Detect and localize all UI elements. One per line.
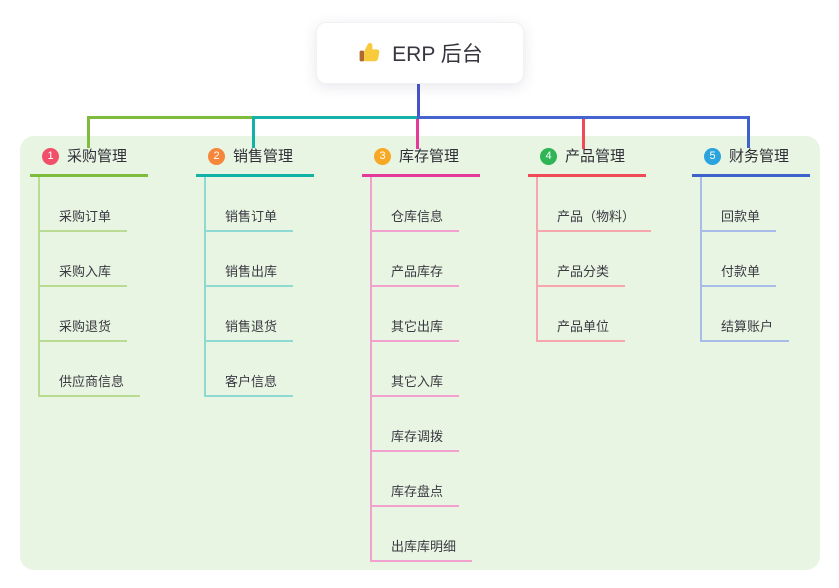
child-node[interactable]: 产品库存 <box>372 232 460 287</box>
branch-drop-line-1 <box>87 116 90 148</box>
child-node[interactable]: 产品（物料） <box>538 177 652 232</box>
bus-line-right <box>417 116 750 119</box>
branch-children: 仓库信息产品库存其它出库其它入库库存调拨库存盘点出库库明细 <box>370 177 480 562</box>
thumbs-up-icon <box>357 41 381 65</box>
child-node[interactable]: 结算账户 <box>702 287 790 342</box>
child-node[interactable]: 产品单位 <box>538 287 626 342</box>
branch-label: 采购管理 <box>67 148 128 165</box>
child-node[interactable]: 仓库信息 <box>372 177 460 232</box>
branch-title[interactable]: 3 库存管理 <box>362 147 480 177</box>
branch-4: 4 产品管理 产品（物料）产品分类产品单位 <box>528 147 652 342</box>
branch-label: 财务管理 <box>729 148 790 165</box>
branch-children: 销售订单销售出库销售退货客户信息 <box>204 177 314 397</box>
branch-title[interactable]: 1 采购管理 <box>30 147 148 177</box>
branch-label: 产品管理 <box>565 148 626 165</box>
branch-2: 2 销售管理 销售订单销售出库销售退货客户信息 <box>196 147 314 397</box>
bus-line-left <box>87 116 253 119</box>
child-node[interactable]: 采购退货 <box>40 287 128 342</box>
child-node[interactable]: 付款单 <box>702 232 777 287</box>
branch-title[interactable]: 4 产品管理 <box>528 147 646 177</box>
branch-number-badge: 1 <box>42 148 59 165</box>
branch-title[interactable]: 5 财务管理 <box>692 147 810 177</box>
child-node[interactable]: 采购入库 <box>40 232 128 287</box>
child-node[interactable]: 采购订单 <box>40 177 128 232</box>
branch-1: 1 采购管理 采购订单采购入库采购退货供应商信息 <box>30 147 148 397</box>
branch-label: 库存管理 <box>399 148 460 165</box>
branch-number-badge: 2 <box>208 148 225 165</box>
branch-3: 3 库存管理 仓库信息产品库存其它出库其它入库库存调拨库存盘点出库库明细 <box>362 147 480 562</box>
bus-line-mid <box>252 116 418 119</box>
branches-panel <box>20 136 820 570</box>
child-node[interactable]: 其它出库 <box>372 287 460 342</box>
child-node[interactable]: 客户信息 <box>206 342 294 397</box>
child-node[interactable]: 库存调拨 <box>372 397 460 452</box>
branch-drop-line-4 <box>582 119 585 149</box>
root-stem-line <box>417 82 420 118</box>
branch-number-badge: 3 <box>374 148 391 165</box>
child-node[interactable]: 出库库明细 <box>372 507 473 562</box>
child-node[interactable]: 销售订单 <box>206 177 294 232</box>
branch-children: 产品（物料）产品分类产品单位 <box>536 177 652 342</box>
root-node[interactable]: ERP 后台 <box>316 22 524 84</box>
child-node[interactable]: 销售退货 <box>206 287 294 342</box>
child-node[interactable]: 回款单 <box>702 177 777 232</box>
child-node[interactable]: 产品分类 <box>538 232 626 287</box>
root-label: ERP 后台 <box>392 43 483 66</box>
branch-children: 采购订单采购入库采购退货供应商信息 <box>38 177 148 397</box>
branch-number-badge: 5 <box>704 148 721 165</box>
branch-title[interactable]: 2 销售管理 <box>196 147 314 177</box>
branch-drop-line-2 <box>252 116 255 148</box>
branch-drop-line-3 <box>416 119 419 149</box>
child-node[interactable]: 库存盘点 <box>372 452 460 507</box>
branch-number-badge: 4 <box>540 148 557 165</box>
branch-drop-line-5 <box>747 116 750 148</box>
branch-label: 销售管理 <box>233 148 294 165</box>
branch-5: 5 财务管理 回款单付款单结算账户 <box>692 147 810 342</box>
child-node[interactable]: 供应商信息 <box>40 342 141 397</box>
branch-children: 回款单付款单结算账户 <box>700 177 810 342</box>
child-node[interactable]: 其它入库 <box>372 342 460 397</box>
child-node[interactable]: 销售出库 <box>206 232 294 287</box>
